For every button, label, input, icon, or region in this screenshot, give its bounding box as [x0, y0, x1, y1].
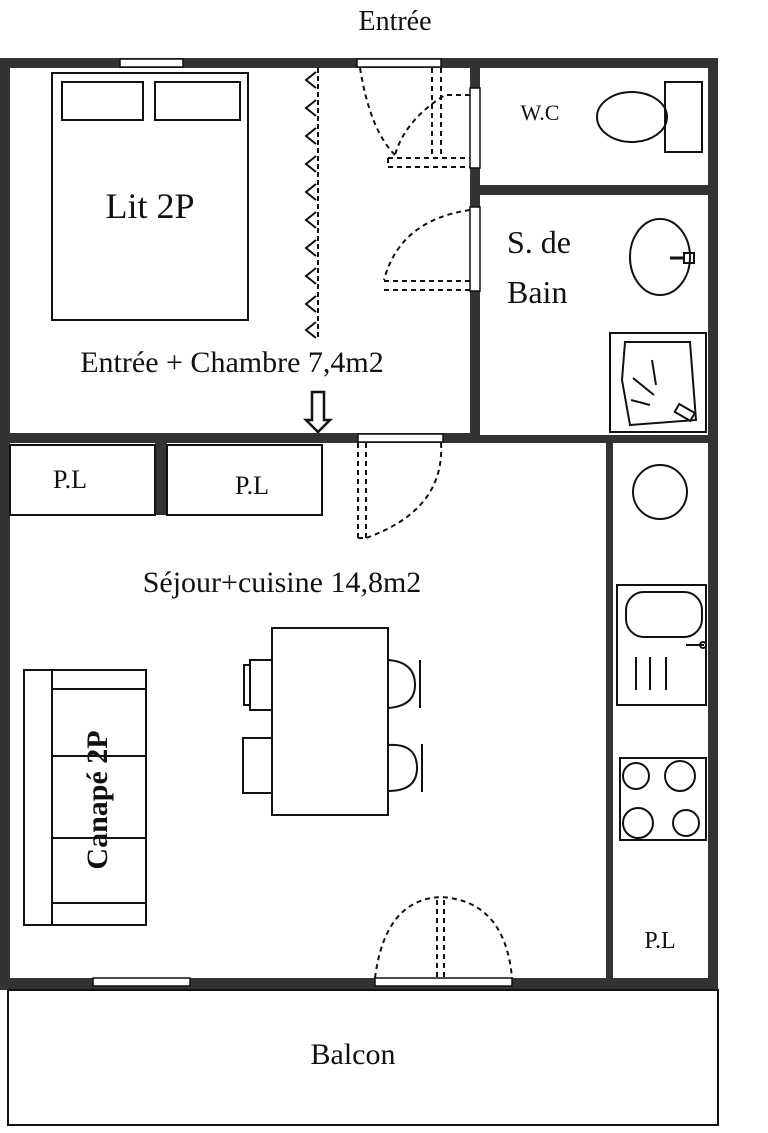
- sofa: Canapé 2P: [23, 669, 147, 926]
- closet-2: [166, 444, 323, 516]
- balcony-label: Balcon: [311, 1038, 396, 1071]
- door-swings: [357, 67, 513, 979]
- entrance-label: Entrée: [358, 6, 431, 37]
- windows: [92, 58, 513, 987]
- bed: Lit 2P: [51, 72, 249, 321]
- kitchen: [616, 464, 707, 841]
- dining-table: [242, 627, 423, 816]
- closet-3-label: P.L: [644, 928, 675, 954]
- bed-label: Lit 2P: [105, 186, 194, 226]
- closet-1: [9, 444, 156, 516]
- balcony: [7, 989, 719, 1126]
- toilet-icon: [596, 81, 703, 153]
- sofa-label: Canapé 2P: [81, 730, 114, 869]
- closet-1-label: P.L: [53, 465, 87, 494]
- bathroom-label-line2: Bain: [507, 274, 567, 310]
- wc-label: W.C: [521, 100, 560, 125]
- bathroom-label-line1: S. de: [507, 224, 571, 260]
- bedroom-label: Entrée + Chambre 7,4m2: [80, 346, 384, 379]
- shower-icon: [609, 332, 707, 433]
- wardrobe: [304, 68, 319, 340]
- sink-icon: [629, 218, 695, 296]
- closet-2-label: P.L: [235, 471, 269, 500]
- arrow-down-icon: [302, 390, 334, 434]
- living-label: Séjour+cuisine 14,8m2: [143, 566, 422, 599]
